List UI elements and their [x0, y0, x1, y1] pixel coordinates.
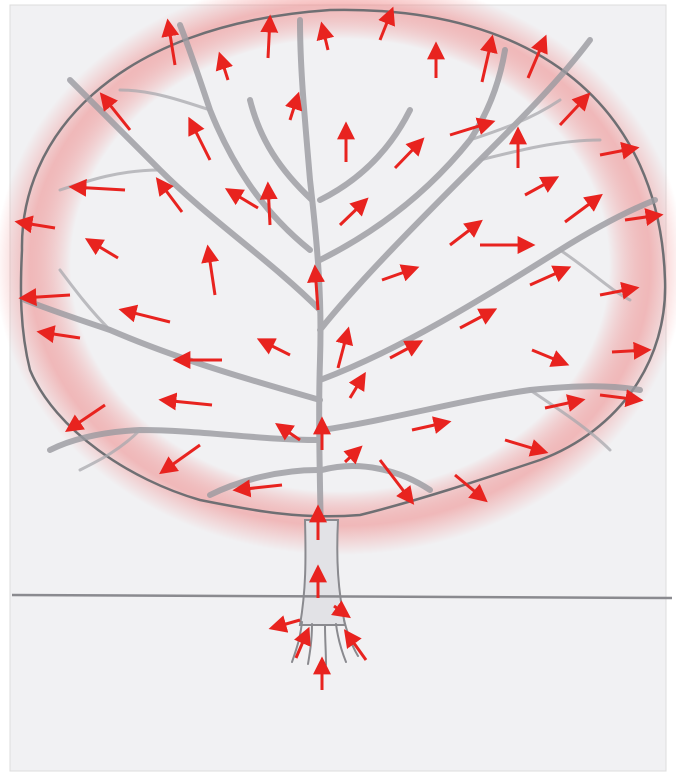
red-arrow-icon	[268, 185, 270, 225]
red-arrow-icon	[612, 350, 648, 352]
crown-glow	[0, 0, 676, 555]
red-arrow-icon	[268, 18, 270, 58]
